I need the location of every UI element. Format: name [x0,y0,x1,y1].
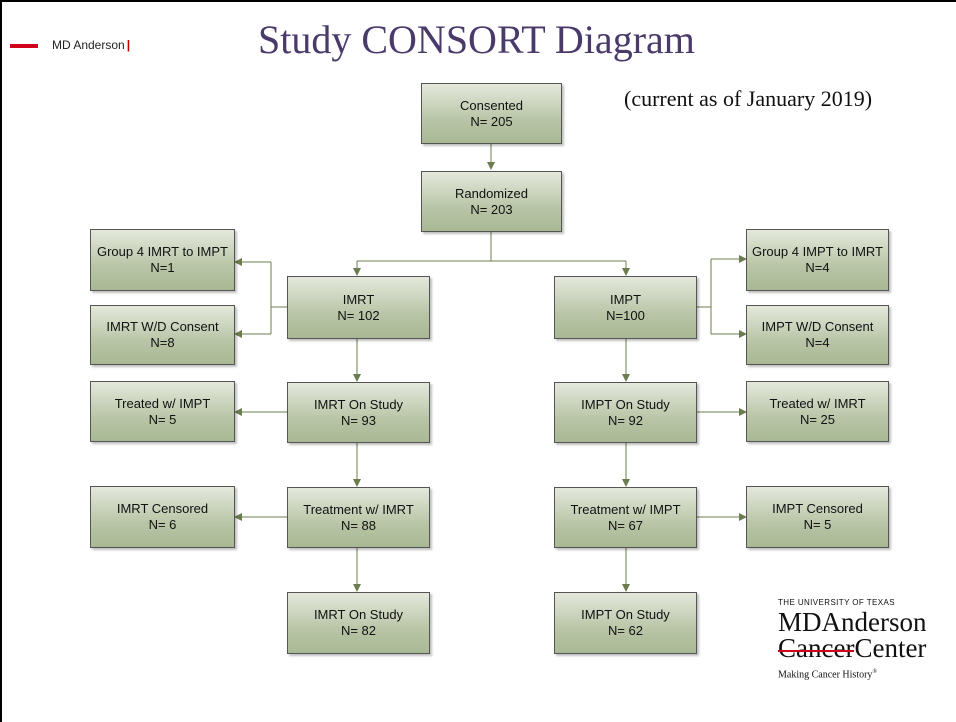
header-brand: MD Anderson| [52,38,130,52]
box-count: N= 205 [470,113,513,129]
box-imrt-censored: IMRT Censored N= 6 [90,486,235,548]
box-count: N= 93 [340,412,377,428]
box-label: Treatment w/ IMPT [570,501,681,517]
box-treated-w-imrt: Treated w/ IMRT N= 25 [746,381,889,442]
brand-text: MD Anderson [52,38,125,52]
box-treatment-w-imrt: Treatment w/ IMRT N= 88 [287,487,430,548]
box-imrt-on-study-1: IMRT On Study N= 93 [287,382,430,443]
box-imrt-arm: IMRT N= 102 [287,276,430,339]
box-label: IMRT Censored [116,501,209,516]
logo-center-word: Center [854,633,927,663]
box-label: IMRT On Study [313,607,404,622]
box-impt-wd-consent: IMPT W/D Consent N=4 [746,305,889,365]
slide-top-border [0,0,956,2]
box-label: Treatment w/ IMRT [303,501,414,517]
box-count: N= 6 [148,517,177,532]
md-anderson-logo: THE UNIVERSITY OF TEXAS MDAnderson Cance… [778,598,948,698]
box-count: N= 88 [340,517,377,533]
box-label: IMPT W/D Consent [761,319,874,334]
box-count: N= 92 [607,412,644,428]
box-count: N=4 [805,335,830,350]
box-count: N=4 [805,260,830,275]
box-label: IMPT On Study [581,396,670,412]
date-note: (current as of January 2019) [624,86,873,111]
box-count: N= 102 [337,307,380,323]
box-count: N= 203 [470,201,513,217]
box-consented: Consented N= 205 [421,83,562,144]
box-count: N=8 [150,335,175,350]
box-label: IMRT W/D Consent [106,319,219,334]
box-label: Treated w/ IMPT [114,395,211,411]
box-count: N= 5 [803,517,832,532]
box-count: N= 62 [607,623,644,638]
box-label: IMPT On Study [581,607,670,622]
box-impt-on-study-final: IMPT On Study N= 62 [554,592,697,654]
registered-mark: ® [872,669,877,675]
box-count: N= 5 [148,411,177,427]
box-treated-w-impt: Treated w/ IMPT N= 5 [90,381,235,442]
box-count: N= 67 [607,517,644,533]
box-imrt-on-study-final: IMRT On Study N= 82 [287,592,430,654]
logo-tagline: Making Cancer History® [778,669,948,680]
box-label: IMPT Censored [772,501,863,516]
logo-university-line: THE UNIVERSITY OF TEXAS [778,598,895,607]
box-group4-imrt-to-impt: Group 4 IMRT to IMPT N=1 [90,229,235,291]
box-label: Group 4 IMRT to IMPT [96,244,228,259]
box-label: IMRT [342,291,375,307]
box-impt-arm: IMPT N=100 [554,276,697,339]
box-label: IMRT On Study [313,396,404,412]
logo-name: MDAnderson [778,607,927,637]
box-label: IMPT [609,291,642,307]
logo-cancer-center: CancerCenter [778,633,948,663]
box-count: N= 82 [340,623,377,638]
page-title: Study CONSORT Diagram [258,17,695,62]
logo-tagline-text: Making Cancer History [778,669,873,681]
brand-divider: | [126,38,131,52]
brand-accent-bar [10,44,38,48]
box-label: Group 4 IMPT to IMRT [751,244,883,259]
box-count: N= 25 [799,411,836,427]
box-imrt-wd-consent: IMRT W/D Consent N=8 [90,305,235,365]
slide-left-border [0,0,2,722]
box-treatment-w-impt: Treatment w/ IMPT N= 67 [554,487,697,548]
box-label: Randomized [455,185,528,201]
box-label: Treated w/ IMRT [769,395,866,411]
box-count: N=1 [150,260,175,275]
box-impt-on-study-1: IMPT On Study N= 92 [554,382,697,443]
box-group4-impt-to-imrt: Group 4 IMPT to IMRT N=4 [746,229,889,291]
logo-cancer-word: Cancer [778,633,855,663]
box-impt-censored: IMPT Censored N= 5 [746,486,889,548]
box-label: Consented [460,97,523,113]
box-count: N=100 [606,307,645,323]
box-randomized: Randomized N= 203 [421,171,562,232]
